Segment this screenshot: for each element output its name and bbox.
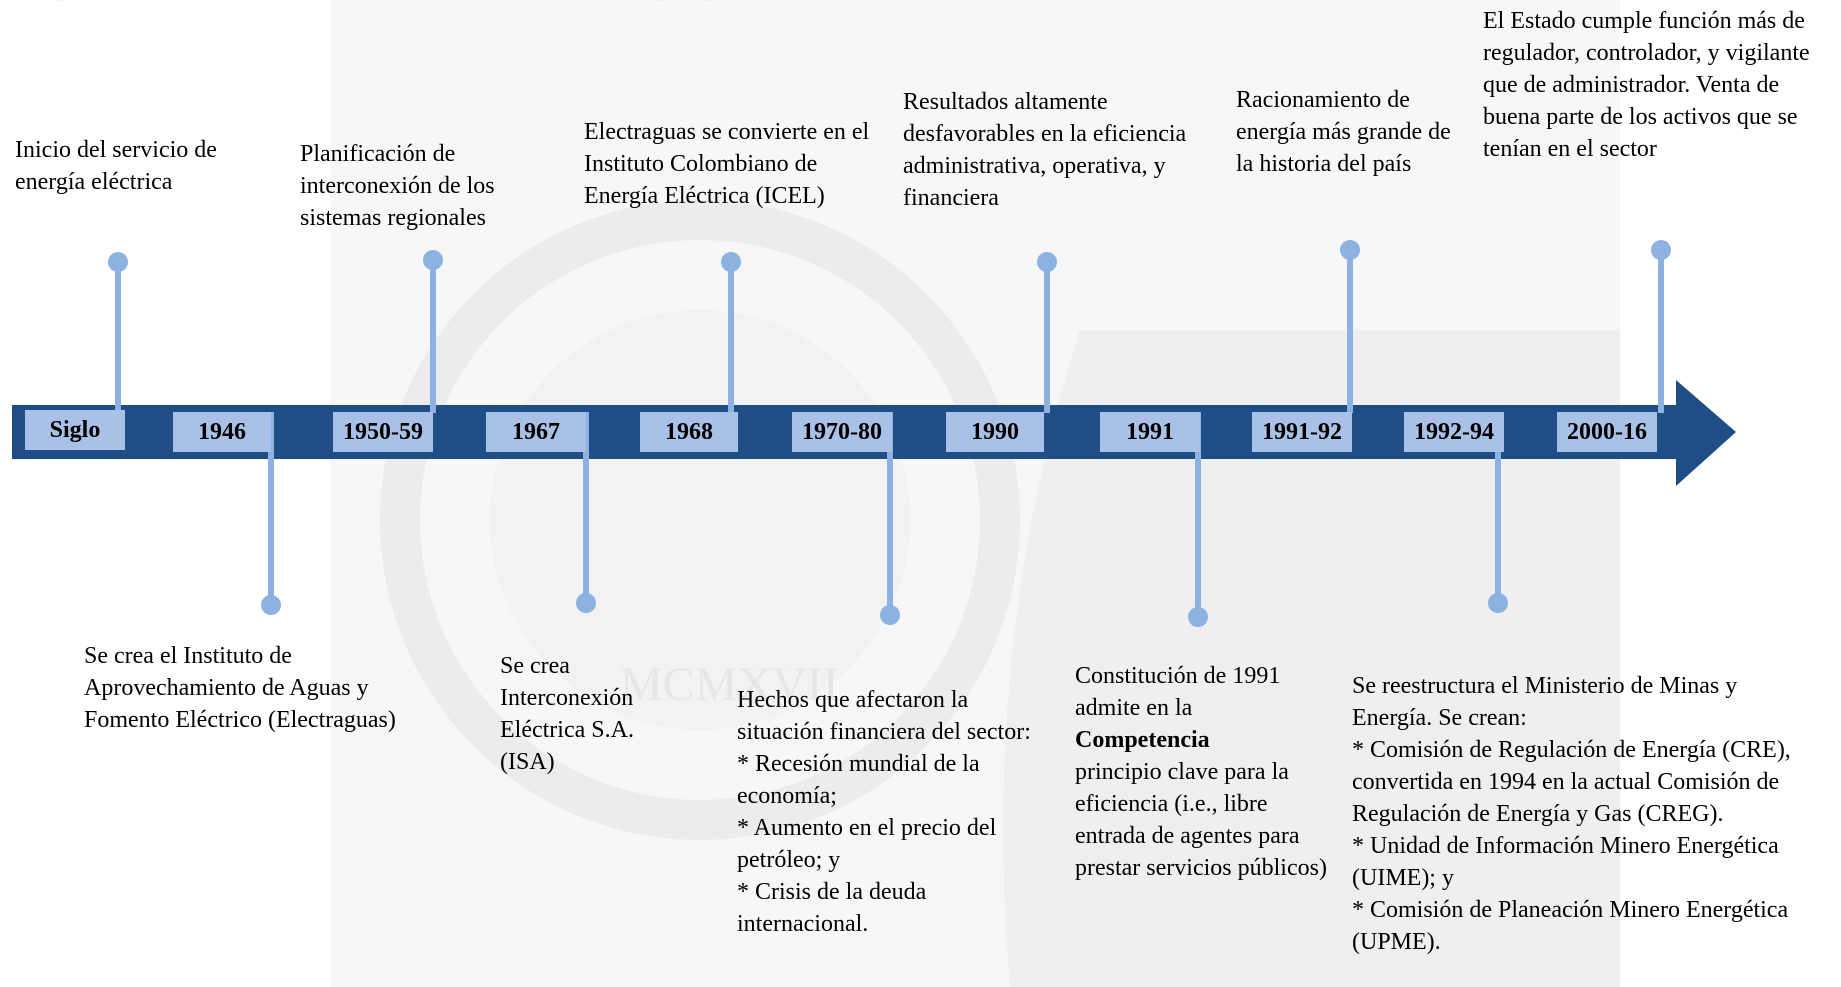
event-1991-bold: Competencia [1075,727,1210,753]
event-1992-94-item-1: * Comisión de Regulación de Energía (CRE… [1352,737,1791,827]
connector-1970-80 [887,412,893,615]
watermark-motto: LUX IN TENEBRIS LUCET [0,0,813,13]
year-label-1970-80: 1970-80 [792,412,892,452]
event-1970-80-text: Hechos que afectaron la situación financ… [737,684,1047,940]
event-1991-post: principio clave para la eficiencia (i.e.… [1075,759,1327,881]
connector-1990 [1044,262,1050,413]
event-1968-text: Electraguas se convierte en el Instituto… [584,119,870,209]
year-label-siglo: Siglo [25,410,125,450]
connector-2000 [1658,250,1664,413]
connector-1992-94 [1495,412,1501,605]
event-1970-80-item-2: * Aumento en el precio del petróleo; y [737,815,997,873]
connector-1946 [268,412,274,605]
marker-dot-1991-92 [1340,240,1360,260]
year-label-1967: 1967 [486,412,586,452]
event-1970-80-item-3: * Crisis de la deuda internacional. [737,879,927,937]
marker-dot-siglo [108,252,128,272]
event-1991-92-text: Racionamiento de energía más grande de l… [1236,87,1451,177]
event-1950-text: Planificación de interconexión de los si… [300,141,495,231]
year-label-1990: 1990 [946,412,1044,452]
year-label-1968: 1968 [640,412,738,452]
marker-dot-1967 [576,593,596,613]
marker-dot-1950 [423,250,443,270]
year-label-1950-59: 1950-59 [333,412,433,452]
event-1970-80-item-1: * Recesión mundial de la economía; [737,751,980,809]
event-1992-94-item-2: * Unidad de Información Minero Energétic… [1352,833,1779,891]
marker-dot-1946 [261,595,281,615]
event-1992-94-text: Se reestructura el Ministerio de Minas y… [1352,670,1802,958]
event-1992-94-intro: Se reestructura el Ministerio de Minas y… [1352,673,1738,731]
connector-1950 [430,260,436,413]
year-label-1991: 1991 [1100,412,1200,452]
event-1992-94-item-3: * Comisión de Planeación Minero Energéti… [1352,897,1789,955]
year-label-1991-92: 1991-92 [1252,412,1352,452]
year-label-1992-94: 1992-94 [1404,412,1504,452]
connector-siglo [115,263,121,413]
event-1991-text: Constitución de 1991 admite en la Compet… [1075,660,1335,884]
event-1991-pre: Constitución de 1991 admite en la [1075,663,1281,721]
connector-1968 [728,262,734,413]
marker-dot-1991 [1188,607,1208,627]
event-1967-text: Se crea Interconexión Eléctrica S.A. (IS… [500,653,634,775]
marker-dot-2000 [1651,240,1671,260]
marker-dot-1970-80 [880,605,900,625]
connector-1991 [1195,412,1201,617]
connector-1991-92 [1347,250,1353,413]
watermark-numeral: MCMXVII [620,658,839,711]
event-1990-text: Resultados altamente desfavorables en la… [903,89,1187,211]
marker-dot-1968 [721,252,741,272]
year-label-2000-16: 2000-16 [1557,412,1657,452]
year-label-1946: 1946 [173,412,271,452]
marker-dot-1992-94 [1488,593,1508,613]
event-2000-16-text: El Estado cumple función más de regulado… [1483,8,1810,162]
marker-dot-1990 [1037,252,1057,272]
event-siglo-text: Inicio del servicio de energía eléctrica [15,137,217,195]
event-1970-80-intro: Hechos que afectaron la situación financ… [737,687,1031,745]
event-1946-text: Se crea el Instituto de Aprovechamiento … [84,643,396,733]
connector-1967 [583,412,589,605]
